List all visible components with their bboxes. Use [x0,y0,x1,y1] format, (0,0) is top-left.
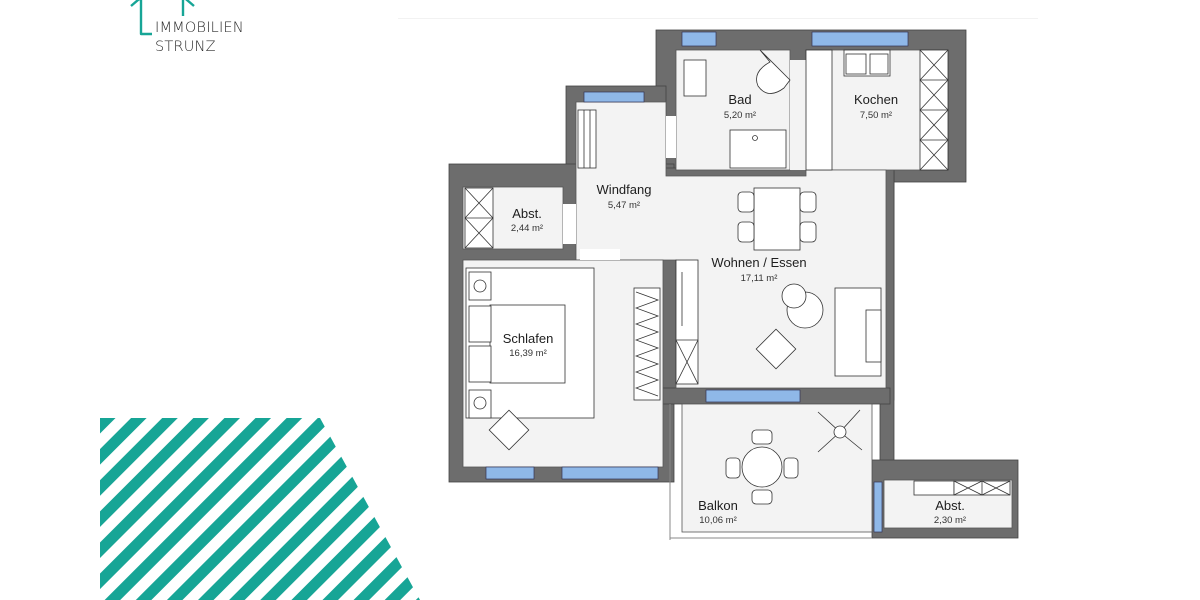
header-divider [398,18,1038,19]
window-kochen [811,31,909,47]
house-outline-icon [130,0,195,36]
room-name-windfang: Windfang [597,182,652,197]
room-name-abst2: Abst. [935,498,965,513]
decorative-stripes [100,418,420,600]
kitchen-fixtures [805,49,949,171]
room-name-kochen: Kochen [854,92,898,107]
tv-cabinet [675,259,699,385]
bedroom-armchair [488,409,530,451]
window-wohnen [705,389,801,403]
room-name-abst1: Abst. [512,206,542,221]
door-openings [563,60,806,260]
room-area-kochen: 7,50 m² [860,110,892,121]
room-name-balkon: Balkon [698,498,738,513]
sink [683,59,707,97]
room-name-schlafen: Schlafen [503,331,554,346]
armchair [755,328,797,370]
room-name-bad: Bad [728,92,751,107]
window-windfang [583,91,645,103]
balcony-railing [669,404,872,540]
balcony-table [741,446,783,488]
room-area-abst2: 2,30 m² [934,515,966,526]
bathroom-fixtures [683,49,791,169]
windows [485,31,909,533]
wardrobe [633,287,661,401]
brand-line-1: IMMOBILIEN [155,20,244,36]
balcony-furniture [725,409,863,505]
entry-wardrobe [577,109,597,169]
bed [489,304,566,384]
dining-table [737,187,817,251]
window-bad [681,31,717,47]
room-area-abst1: 2,44 m² [511,223,543,234]
window-schlafen-2 [561,466,659,480]
brand-logo-text: IMMOBILIEN STRUNZ [155,19,244,57]
toilet [756,49,791,94]
storage-cabinets [464,187,494,249]
plant-icon [817,409,863,453]
brand-line-2: STRUNZ [155,39,216,55]
living-furniture [675,259,882,385]
room-area-schlafen: 16,39 m² [509,348,547,359]
bedroom-furniture [465,267,661,451]
room-area-bad: 5,20 m² [724,110,756,121]
shower [729,129,787,169]
room-area-windfang: 5,47 m² [608,200,640,211]
room-area-wohnen: 17,11 m² [741,273,778,284]
storage2-furniture [913,480,1011,496]
room-labels: Bad 5,20 m² Kochen 7,50 m² Windfang 5,47… [503,92,966,526]
window-abst2 [873,481,883,533]
window-schlafen-1 [485,466,535,480]
room-name-wohnen: Wohnen / Essen [711,255,806,270]
room-area-balkon: 10,06 m² [699,515,737,526]
